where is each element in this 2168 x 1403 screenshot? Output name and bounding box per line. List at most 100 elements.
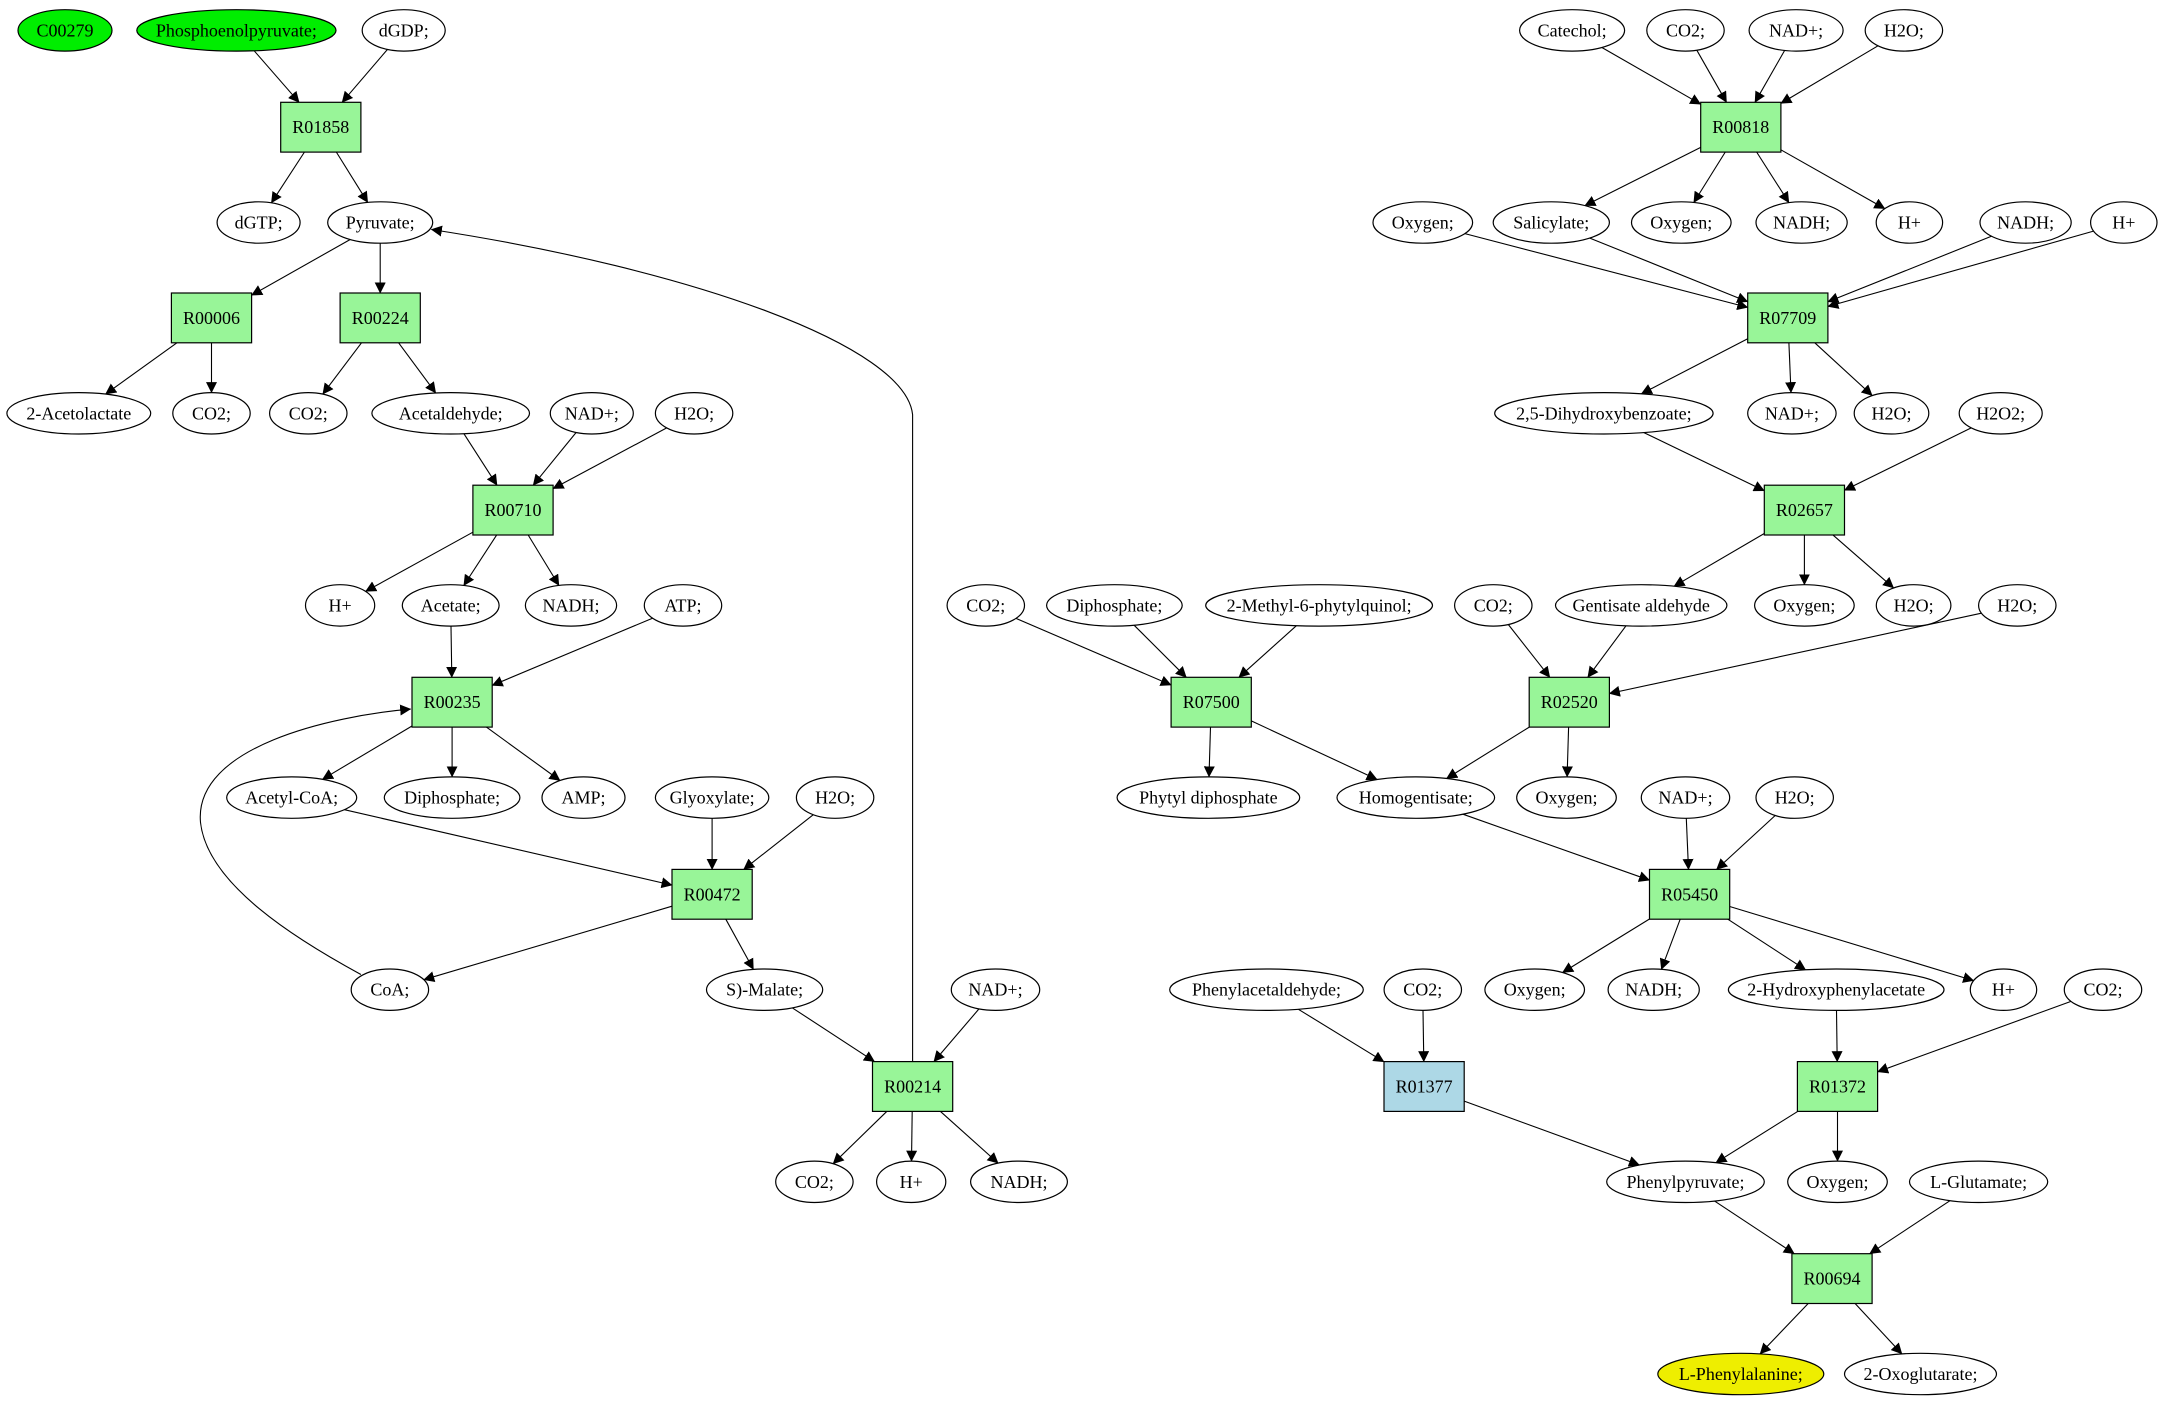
compound-node-co2_c[interactable]: CO2; bbox=[775, 1160, 854, 1204]
compound-node-co2_b[interactable]: CO2; bbox=[268, 391, 348, 435]
compound-node-catechol[interactable]: Catechol; bbox=[1518, 9, 1626, 52]
compound-node-h2o_d[interactable]: H2O; bbox=[1853, 391, 1930, 435]
reaction-node-r00006[interactable]: R00006 bbox=[170, 292, 253, 344]
compound-node-hpa[interactable]: 2-Hydroxyphenylacetate bbox=[1727, 968, 1945, 1012]
compound-node-acetaldehyde[interactable]: Acetaldehyde; bbox=[371, 391, 531, 435]
compound-node-hp_b[interactable]: H+ bbox=[876, 1160, 947, 1204]
reaction-node-r00818[interactable]: R00818 bbox=[1700, 101, 1782, 153]
compound-node-nadh_b[interactable]: NADH; bbox=[969, 1160, 1068, 1204]
compound-node-acetylcoa[interactable]: Acetyl-CoA; bbox=[226, 776, 358, 819]
compound-node-oxygen_d[interactable]: Oxygen; bbox=[1516, 776, 1617, 819]
compound-node-nadp_c[interactable]: NAD+; bbox=[1748, 9, 1844, 52]
reaction-node-r00224[interactable]: R00224 bbox=[339, 292, 421, 344]
reaction-node-r00214[interactable]: R00214 bbox=[871, 1060, 954, 1112]
compound-node-acetolactate[interactable]: 2-Acetolactate bbox=[6, 391, 152, 435]
compound-ellipse bbox=[795, 776, 875, 819]
compound-node-h2o_e[interactable]: H2O; bbox=[1875, 584, 1952, 627]
compound-node-h2o2[interactable]: H2O2; bbox=[1958, 391, 2043, 435]
compound-node-co2_a[interactable]: CO2; bbox=[172, 391, 251, 435]
reaction-box bbox=[1791, 1253, 1873, 1305]
compound-node-coa[interactable]: CoA; bbox=[350, 968, 430, 1012]
compound-node-dgtp[interactable]: dGTP; bbox=[216, 201, 301, 244]
reaction-node-r07500[interactable]: R07500 bbox=[1170, 676, 1252, 728]
compound-node-h2o_g[interactable]: H2O; bbox=[1755, 776, 1835, 819]
edge-coa-to-r00235 bbox=[199, 704, 412, 975]
compound-node-gentisald[interactable]: Gentisate aldehyde bbox=[1554, 584, 1728, 627]
compound-ellipse bbox=[1727, 968, 1945, 1012]
reaction-node-r05450[interactable]: R05450 bbox=[1648, 868, 1731, 920]
compound-node-oxoglutarate[interactable]: 2-Oxoglutarate; bbox=[1843, 1352, 1998, 1396]
compound-node-h2o_a[interactable]: H2O; bbox=[654, 391, 734, 435]
edge-gentisald-to-r02520 bbox=[1587, 625, 1627, 678]
compound-node-nadp_b[interactable]: NAD+; bbox=[950, 968, 1041, 1012]
compound-node-nadh_a[interactable]: NADH; bbox=[524, 584, 618, 627]
compound-node-hp_c[interactable]: H+ bbox=[1875, 201, 1944, 244]
compound-node-dgdp[interactable]: dGDP; bbox=[361, 9, 446, 52]
compound-ellipse bbox=[1875, 584, 1952, 627]
compound-node-h2o_b[interactable]: H2O; bbox=[795, 776, 875, 819]
reaction-node-r01377[interactable]: R01377 bbox=[1383, 1060, 1465, 1112]
node-label: H2O; bbox=[1884, 20, 1924, 40]
compound-ellipse bbox=[946, 584, 1026, 627]
compound-node-phenylalanine[interactable]: L-Phenylalanine; bbox=[1657, 1352, 1825, 1396]
compound-node-co2_d[interactable]: CO2; bbox=[1646, 9, 1725, 52]
reaction-box bbox=[671, 868, 753, 920]
compound-node-co2_h[interactable]: CO2; bbox=[2063, 968, 2143, 1012]
compound-ellipse bbox=[1875, 201, 1944, 244]
compound-node-h2o_f[interactable]: H2O; bbox=[1978, 584, 2057, 627]
edge-pyruvate-to-r00006 bbox=[251, 239, 351, 296]
compound-node-nadp_e[interactable]: NAD+; bbox=[1640, 776, 1731, 819]
compound-node-h2o_c[interactable]: H2O; bbox=[1864, 9, 1944, 52]
compound-node-co2_f[interactable]: CO2; bbox=[1454, 584, 1533, 627]
compound-node-pyruvate[interactable]: Pyruvate; bbox=[327, 201, 434, 244]
edge-glutamate-to-r00694 bbox=[1869, 1200, 1951, 1255]
compound-node-glutamate[interactable]: L-Glutamate; bbox=[1908, 1160, 2049, 1204]
compound-node-nadh_d[interactable]: NADH; bbox=[1979, 201, 2072, 244]
compound-node-diphos_b[interactable]: Diphosphate; bbox=[1045, 584, 1183, 627]
compound-node-oxygen_e[interactable]: Oxygen; bbox=[1484, 968, 1586, 1012]
edge-r00214-to-nadh_b bbox=[939, 1110, 999, 1164]
compound-node-nadh_e[interactable]: NADH; bbox=[1607, 968, 1700, 1012]
compound-node-acetate[interactable]: Acetate; bbox=[401, 584, 500, 627]
reaction-node-r01858[interactable]: R01858 bbox=[280, 101, 362, 153]
compound-node-phytyldp[interactable]: Phytyl diphosphate bbox=[1116, 776, 1301, 819]
compound-node-pep[interactable]: Phosphoenolpyruvate; bbox=[136, 9, 337, 52]
reaction-node-r02520[interactable]: R02520 bbox=[1528, 676, 1610, 728]
reaction-node-r00235[interactable]: R00235 bbox=[411, 676, 493, 728]
compound-node-oxygen_b[interactable]: Oxygen; bbox=[1630, 201, 1732, 244]
compound-node-nadp_a[interactable]: NAD+; bbox=[549, 391, 634, 435]
reaction-node-r00472[interactable]: R00472 bbox=[671, 868, 753, 920]
reaction-node-r00710[interactable]: R00710 bbox=[472, 484, 554, 536]
compound-node-hp_e[interactable]: H+ bbox=[1969, 968, 2038, 1012]
compound-node-oxygen_f[interactable]: Oxygen; bbox=[1787, 1160, 1888, 1204]
compound-node-methylphytyl[interactable]: 2-Methyl-6-phytylquinol; bbox=[1205, 584, 1434, 627]
compound-node-phenylpyruvate[interactable]: Phenylpyruvate; bbox=[1606, 1160, 1765, 1204]
compound-node-dhb[interactable]: 2,5-Dihydroxybenzoate; bbox=[1494, 391, 1714, 435]
compound-ellipse bbox=[969, 1160, 1068, 1204]
compound-node-co2_e[interactable]: CO2; bbox=[946, 584, 1026, 627]
compound-node-co2_g[interactable]: CO2; bbox=[1383, 968, 1463, 1012]
compound-node-hp_d[interactable]: H+ bbox=[2090, 201, 2158, 244]
compound-node-malate[interactable]: S)-Malate; bbox=[705, 968, 824, 1012]
compound-node-atp[interactable]: ATP; bbox=[643, 584, 723, 627]
compound-node-hp_a[interactable]: H+ bbox=[304, 584, 376, 627]
compound-node-oxygen_c[interactable]: Oxygen; bbox=[1753, 584, 1855, 627]
compound-node-diphos_a[interactable]: Diphosphate; bbox=[383, 776, 521, 819]
reaction-node-r01372[interactable]: R01372 bbox=[1796, 1060, 1879, 1112]
compound-node-amp[interactable]: AMP; bbox=[541, 776, 626, 819]
compound-node-oxygen_a[interactable]: Oxygen; bbox=[1372, 201, 1474, 244]
reaction-node-r07709[interactable]: R07709 bbox=[1747, 292, 1829, 344]
compound-node-nadh_c[interactable]: NADH; bbox=[1755, 201, 1848, 244]
compound-node-phenylacetald[interactable]: Phenylacetaldehyde; bbox=[1169, 968, 1364, 1012]
compound-node-glyoxylate[interactable]: Glyoxylate; bbox=[654, 776, 770, 819]
reaction-node-r02657[interactable]: R02657 bbox=[1763, 484, 1846, 536]
reaction-node-r00694[interactable]: R00694 bbox=[1791, 1253, 1873, 1305]
compound-node-salicylate[interactable]: Salicylate; bbox=[1492, 201, 1611, 244]
compound-node-c00279[interactable]: C00279 bbox=[17, 9, 113, 52]
node-label: NADH; bbox=[1625, 980, 1682, 1000]
edge-phenylacetald-to-r01377 bbox=[1298, 1008, 1385, 1063]
node-label: H2O; bbox=[1997, 595, 2037, 615]
edge-r00224-to-co2_b bbox=[322, 342, 362, 395]
compound-node-homogentisate[interactable]: Homogentisate; bbox=[1336, 776, 1496, 819]
compound-node-nadp_d[interactable]: NAD+; bbox=[1747, 391, 1837, 435]
